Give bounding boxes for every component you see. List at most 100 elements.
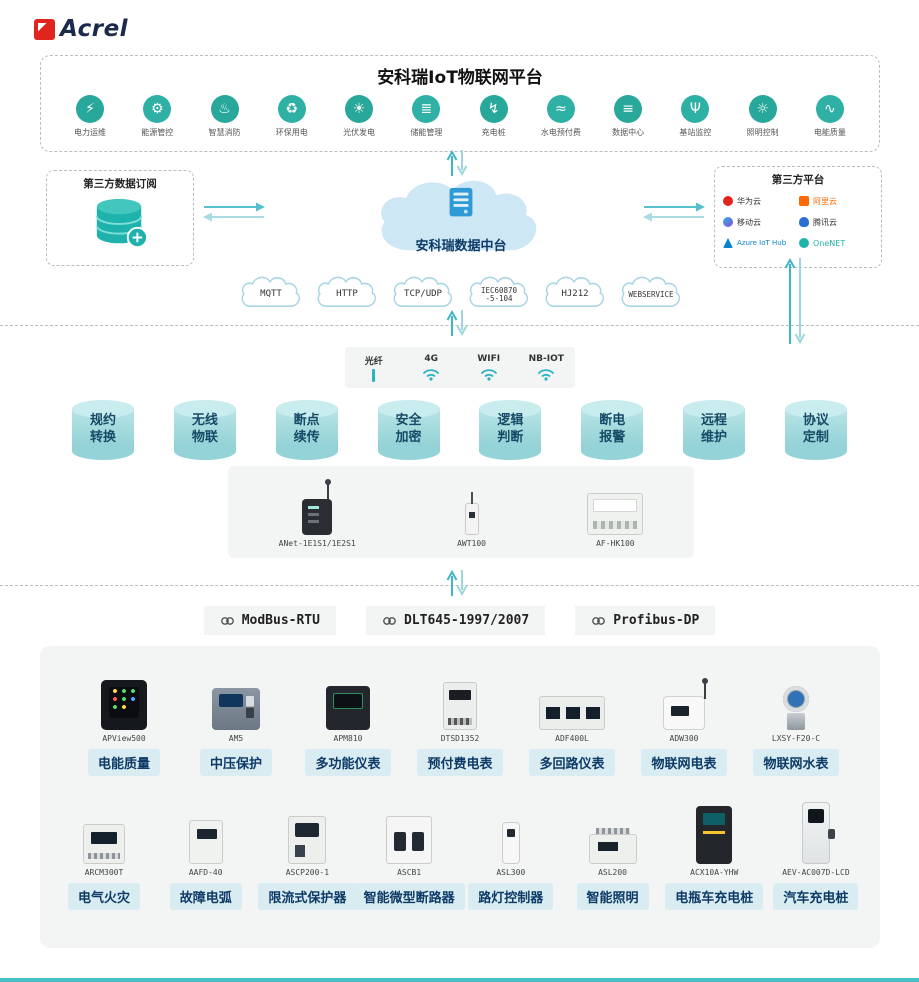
green-power-icon: ♻	[277, 95, 306, 123]
acrel-logo: Acrel	[34, 16, 128, 42]
apm810-image	[326, 686, 370, 730]
product-model: ANet-1E1S1/1E2S1	[278, 539, 356, 548]
product-category-chip: 中压保护	[199, 749, 272, 776]
capability-label: 逻辑	[497, 413, 524, 428]
capability-logic-judgement: 逻辑判断	[479, 400, 542, 460]
capability-protocol-conversion: 规约转换	[72, 400, 134, 460]
protocol-label: HJ212	[561, 289, 589, 300]
protocol-chip-modbus-rtu: ModBus-RTU	[203, 606, 336, 635]
apview500-image	[101, 680, 147, 730]
capability-label: 规约	[89, 413, 116, 428]
energy-storage-icon: ≣	[412, 95, 441, 123]
app-ev-charging: ↯充电桩	[463, 95, 525, 138]
am5-image	[212, 688, 260, 730]
product-category-chip: 汽车充电桩	[773, 883, 859, 910]
acrel-data-hub-cloud: 安科瑞数据中台	[368, 172, 554, 260]
partner-label: 移动云	[737, 217, 761, 227]
acx10a-yhw-image	[696, 806, 733, 864]
partner-azure-iot-hub: Azure IoT Hub	[723, 235, 797, 251]
data-hub-label: 安科瑞数据中台	[415, 239, 507, 254]
onenet-icon	[799, 238, 809, 248]
data-center-icon: ≡	[614, 95, 643, 123]
product-category-chip: 智能照明	[576, 883, 649, 910]
transport-protocols-row: MQTT HTTP TCP/UDP IEC60870-5-104 HJ212 W…	[237, 274, 685, 314]
ascp200-1-image	[288, 816, 327, 864]
product-category-chip: 限流式保护器	[258, 883, 357, 910]
capability-label: 远程	[701, 413, 728, 428]
huawei-cloud-icon	[723, 196, 733, 206]
partner-ali-cloud: 阿里云	[799, 193, 873, 209]
capability-label: 报警	[599, 429, 626, 445]
app-label: 电力运维	[74, 128, 106, 137]
partner-huawei-cloud: 华为云	[723, 193, 797, 209]
asl200-image	[588, 828, 637, 864]
partner-mobile-cloud: 移动云	[723, 214, 797, 230]
product-awt100: AWT100	[457, 477, 486, 548]
product-model: ADW300	[669, 734, 699, 743]
net-label: NB-IOT	[528, 354, 564, 364]
product-anet: ANet-1E1S1/1E2S1	[279, 477, 356, 548]
app-label: 照明控制	[746, 128, 779, 137]
protocol-chip-dlt645: DLT645-1997/2007	[365, 606, 546, 635]
product-model: AWT100	[457, 539, 486, 548]
app-label: 环保用电	[275, 128, 308, 137]
antenna-icon	[702, 678, 708, 699]
protocol-cloud-http: HTTP	[313, 274, 381, 314]
prepaid-metering-icon: ≈	[546, 95, 575, 123]
subscribe-box-title: 第三方数据订阅	[83, 178, 157, 190]
aafd-40-image	[188, 820, 223, 864]
product-model: ACX10A-YHW	[690, 868, 739, 877]
capability-label: 安全	[395, 413, 422, 428]
azure-iot-hub-icon	[723, 238, 733, 248]
bidirectional-arrow-left	[203, 202, 265, 222]
database-plus-icon	[47, 195, 193, 255]
lxsy-f20-c-image	[781, 686, 811, 730]
net-wifi: WIFI	[460, 347, 518, 388]
updown-arrow-icon	[446, 569, 468, 597]
partner-tencent-cloud: 腾讯云	[799, 214, 873, 230]
app-pv-generation: ☀光伏发电	[328, 95, 390, 138]
wifi-icon	[423, 369, 440, 381]
asl300-image	[501, 822, 520, 864]
lighting-control-icon: ☼	[748, 95, 777, 123]
network-access-box: 光纤 4G WIFI NB-IOT	[345, 347, 575, 388]
product-model: AM5	[228, 734, 244, 743]
product-category-chip: 故障电弧	[169, 883, 242, 910]
partner-label: 腾讯云	[813, 217, 837, 227]
bidirectional-arrow-right	[643, 202, 705, 222]
net-fiber: 光纤	[345, 347, 403, 388]
product-category-chip: 预付费电表	[417, 749, 503, 776]
gateway-capabilities-row: 规约转换 无线物联 断点续传 安全加密 逻辑判断 断电报警 远程维护 协议定制	[72, 400, 847, 460]
wifi-icon	[480, 369, 497, 381]
net-4g: 4G	[403, 347, 461, 388]
server-icon	[449, 187, 473, 217]
app-energy-mgmt: ⚙能源管控	[126, 95, 188, 138]
product-model: ASCP200-1	[285, 868, 330, 877]
protocol-cloud-tcp-udp: TCP/UDP	[389, 274, 457, 314]
updown-arrow-icon	[446, 149, 468, 177]
cloud-outline-icon	[469, 276, 529, 308]
product-model: ARCM300T	[84, 868, 124, 877]
app-green-power: ♻ 环保用电	[261, 95, 323, 138]
product-category-chip: 多回路仪表	[529, 749, 615, 776]
wifi-icon	[538, 369, 555, 381]
ascb1-image	[386, 816, 433, 864]
dashed-divider-lower	[0, 585, 919, 586]
anet-gateway-image	[302, 479, 333, 535]
link-icon	[220, 616, 234, 625]
capability-label: 协议	[802, 413, 829, 428]
dtsd1352-image	[443, 682, 477, 730]
link-icon	[383, 616, 396, 625]
app-prepaid-metering: ≈水电预付费	[530, 95, 592, 138]
adf400l-image	[539, 696, 605, 730]
product-category-chip: 智能微型断路器	[353, 883, 465, 910]
net-label: WIFI	[477, 354, 501, 364]
app-lighting-control: ☼ 照明控制	[732, 95, 794, 138]
